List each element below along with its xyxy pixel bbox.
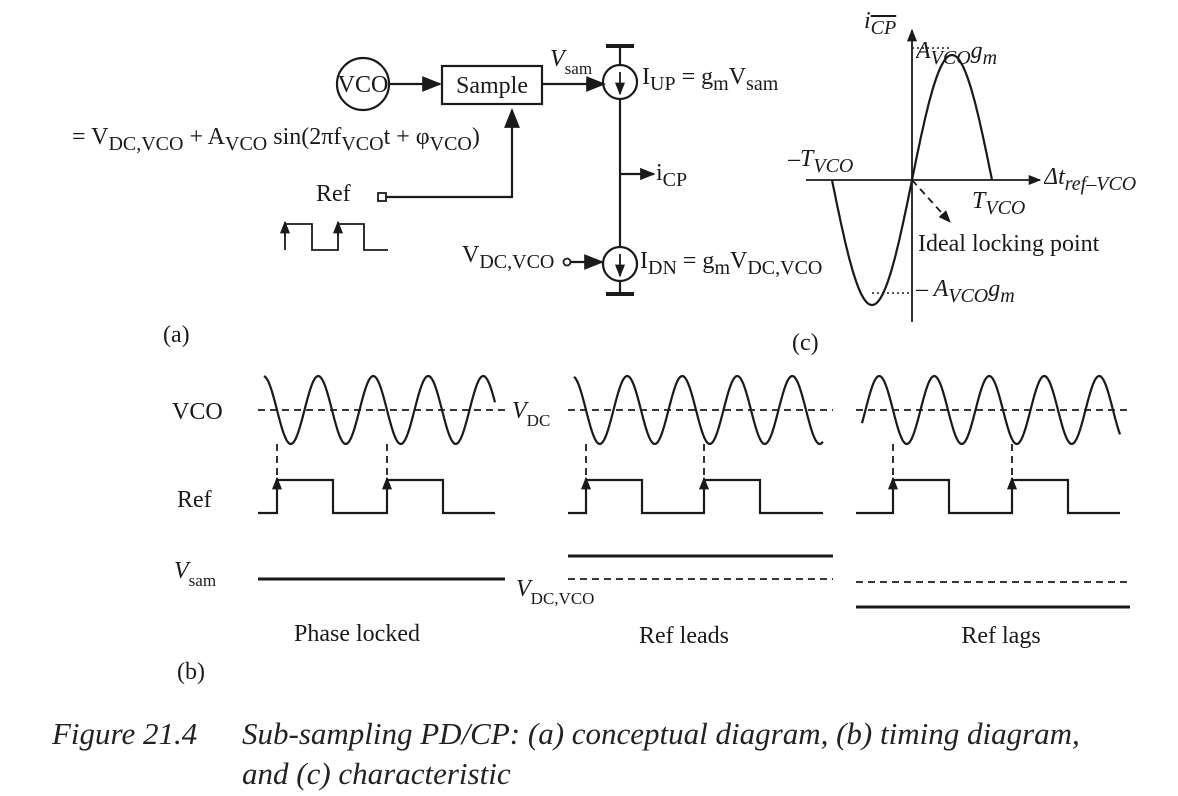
b-vco-sinusoid (263, 374, 497, 446)
b-case-label-ref-leads: Ref leads (639, 623, 729, 649)
vco-source-label: VCO (338, 72, 389, 98)
b-vco-sinusoid (573, 374, 824, 446)
vdcvco-input-terminal (562, 257, 572, 267)
c-x-axis-label: Δtref–VCO (1044, 164, 1136, 195)
ref-input-terminal (377, 192, 387, 202)
b-ref-row-label: Ref (177, 487, 212, 513)
figure-caption-line-2: and (c) characteristic (242, 756, 511, 791)
b-ref-square-wave (568, 478, 823, 515)
c-neg-period-label: –TVCO (788, 146, 853, 177)
figure-caption-number: Figure 21.4 (52, 716, 198, 751)
vsam-wire-label: Vsam (550, 46, 592, 78)
icp-label: iCP (656, 160, 687, 191)
ref-pulse-glyph (284, 223, 388, 251)
c-pos-period-label: TVCO (972, 188, 1025, 219)
b-vco-sinusoid (860, 374, 1122, 446)
b-vdcvco-label: VDC,VCO (516, 576, 594, 608)
vco-equation: = VDC,VCO + AVCO sin(2πfVCOt + φVCO) (72, 124, 480, 155)
ref-to-sample-wire (386, 108, 520, 199)
c-peak-label: AVCOgm (916, 38, 997, 69)
c-y-axis-label: iCP (864, 8, 896, 39)
vdcvco-input-label: VDC,VCO (462, 242, 554, 273)
b-ref-square-wave (258, 478, 495, 515)
iup-label: IUP = gmVsam (642, 64, 778, 95)
b-vsam-row-label: Vsam (174, 558, 216, 590)
sample-block-label: Sample (456, 73, 528, 99)
c-locking-label: Ideal locking point (918, 231, 1100, 257)
b-vco-row-label: VCO (172, 399, 223, 425)
figure-caption-line-1: Sub-sampling PD/CP: (a) conceptual diagr… (242, 716, 1080, 751)
panel-c-tag: (c) (792, 330, 819, 356)
b-ref-square-wave (856, 478, 1120, 515)
b-case-label-ref-lags: Ref lags (961, 623, 1040, 649)
ref-input-label: Ref (316, 181, 351, 207)
b-vdc-label: VDC (512, 398, 550, 430)
b-case-label-phase-locked: Phase locked (294, 621, 420, 647)
idn-label: IDN = gmVDC,VCO (640, 248, 822, 279)
panel-a-tag: (a) (163, 322, 190, 348)
panel-c-characteristic: iCP Δtref–VCO AVCOgm – AVCOgm –TVCO TVCO… (788, 8, 1136, 356)
b-case-phase-locked (258, 374, 505, 581)
c-trough-label: – AVCOgm (916, 276, 1015, 307)
panel-b-timing-diagram: VCO Ref Vsam VDC VDC,VCO Phase locked Re… (172, 374, 1130, 685)
panel-b-tag: (b) (177, 659, 205, 685)
b-case-ref-leads (568, 374, 833, 580)
c-locking-dashed-arrow (911, 179, 951, 223)
b-waveforms (258, 374, 1130, 609)
b-case-ref-lags (856, 374, 1130, 609)
panel-a-conceptual-diagram: VCO Sample Vsam Ref = VDC,VCO + AVCO sin… (72, 44, 822, 348)
